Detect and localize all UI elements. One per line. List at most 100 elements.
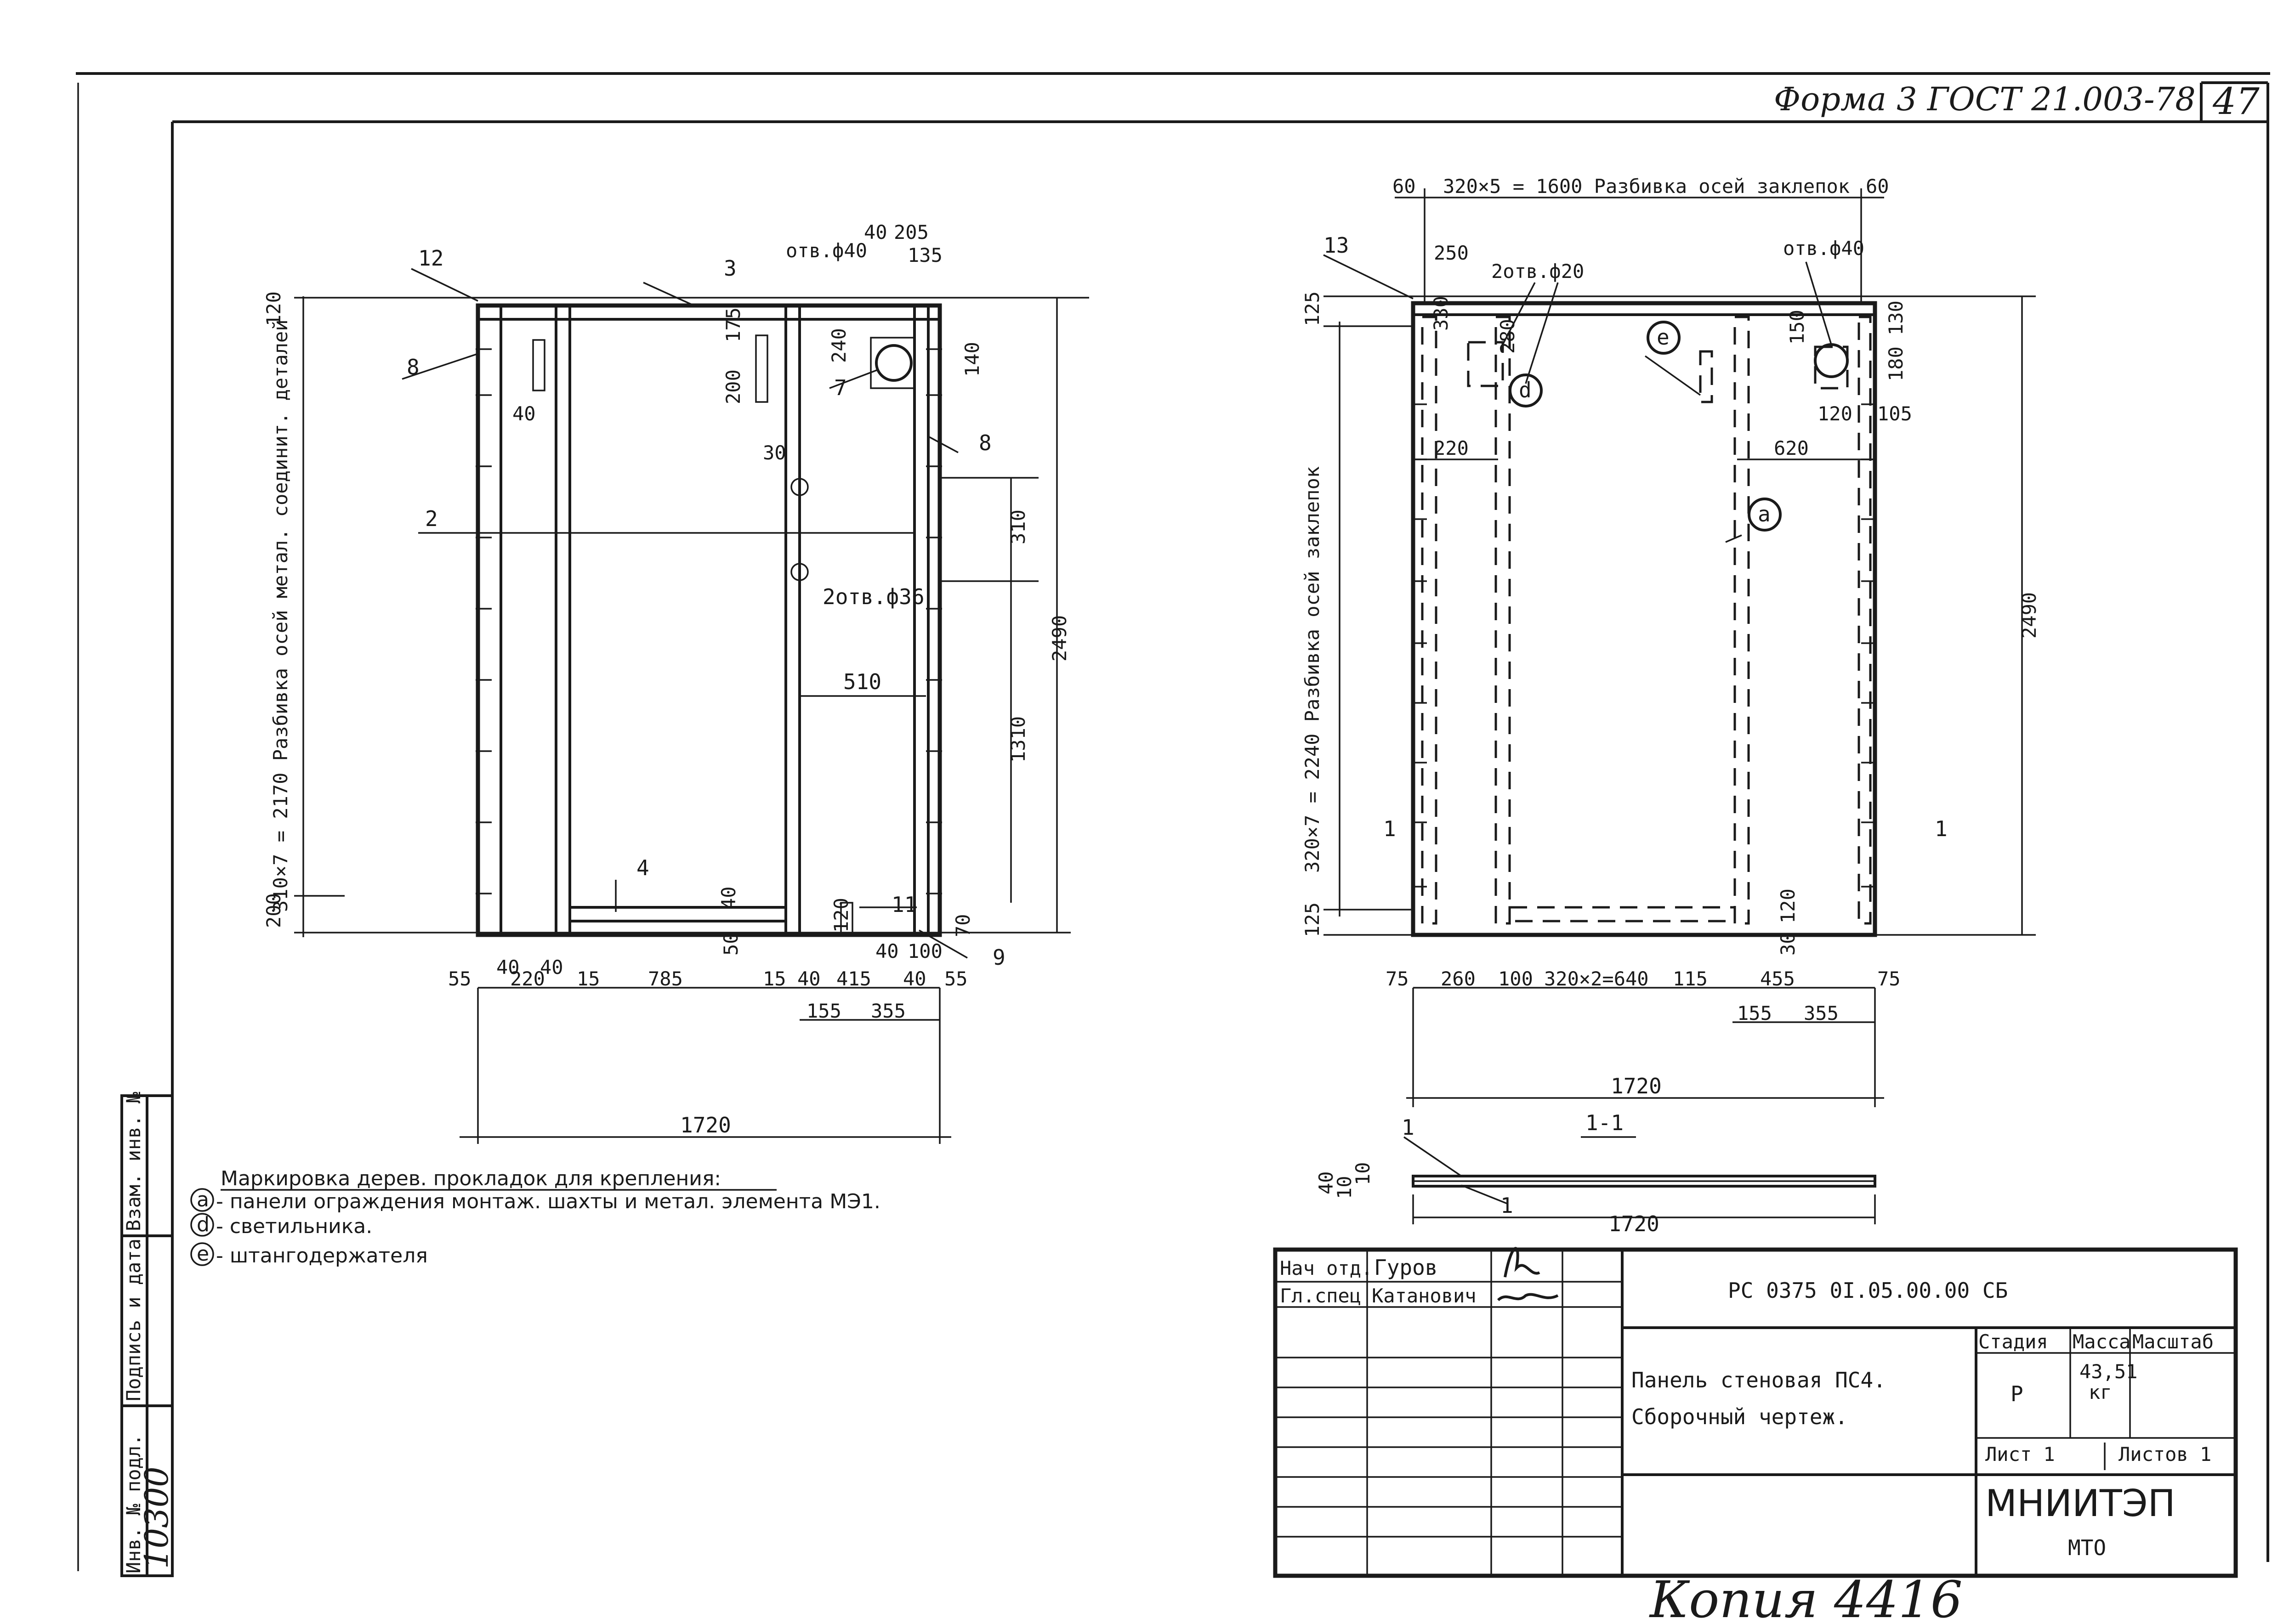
dim-top-205: 205 [894, 221, 929, 243]
sheet-frame [76, 72, 2270, 1576]
signature-1 [1504, 1247, 1540, 1278]
right-top-dim: 320×5 = 1600 Разбивка осей заклепок [1443, 175, 1850, 198]
mark-e-circle [1647, 321, 1681, 355]
tb-mass: 43,51 [2079, 1360, 2137, 1383]
dim-misc-120: 120 [830, 898, 852, 933]
r-dim-150: 150 [1786, 310, 1808, 345]
dim-top-200: 200 [722, 369, 744, 404]
signature-2 [1497, 1293, 1559, 1301]
side-stamp: Инв. № подл. Подпись и дата Взам. инв. №… [120, 1092, 176, 1577]
r-dim-330: 330 [1430, 296, 1452, 331]
r-dim-250: 250 [1434, 242, 1469, 264]
section-callout-1b: 1 [1500, 1193, 1513, 1218]
r-dim-b-100: 100 [1498, 968, 1533, 990]
callout-4: 4 [636, 855, 649, 880]
note-a-text: - панели ограждения монтаж. шахты и мета… [216, 1190, 880, 1213]
hole-label-36: 2отв.ф36 [823, 584, 925, 609]
section-callout-1a: 1 [1402, 1115, 1414, 1140]
dim-left-40-20: 40 [512, 402, 536, 425]
r-dim-620: 620 [1774, 437, 1809, 459]
section-dim-10a: 10 [1333, 1176, 1356, 1199]
right-vertical-dim: 320×7 = 2240 Разбивка осей заклепок [1301, 466, 1323, 873]
dim-misc-70: 70 [952, 914, 974, 937]
callout-7: 7 [834, 375, 847, 400]
dim-right-1310: 1310 [1007, 716, 1029, 763]
tb-mass-unit: кг [2089, 1381, 2112, 1403]
tb-role-1: Нач отд. [1280, 1257, 1373, 1279]
section-mark-left: 1 [1383, 816, 1396, 841]
mark-a-circle [1748, 498, 1782, 532]
r-dim-180: 180 [1885, 346, 1907, 381]
dim-right-2490: 2490 [1048, 615, 1071, 662]
dim-b-15a: 15 [577, 968, 600, 990]
dim-misc-40b: 40 [875, 940, 899, 962]
hole-label-40: отв.ф40 [786, 239, 867, 262]
dim-misc-100: 100 [908, 940, 943, 962]
dim-left-120: 120 [262, 291, 285, 326]
tb-org-sub: МТО [2068, 1535, 2106, 1560]
section-dim-40: 40 [1315, 1171, 1337, 1194]
overall-width-left: 1720 [680, 1113, 731, 1137]
note-d-mark: d [197, 1213, 210, 1236]
tb-role-2: Гл.спец [1280, 1284, 1361, 1307]
r-dim-60a: 60 [1392, 175, 1416, 198]
left-vertical-dim: 310×7 = 2170 Разбивка осей метал. соедин… [269, 319, 292, 912]
tb-title-1: Панель стеновая ПС4. [1631, 1368, 1886, 1392]
mark-d: d [1519, 378, 1532, 402]
notes: Маркировка дерев. прокладок для креплени… [190, 1167, 880, 1268]
dim-b-415: 415 [836, 968, 871, 990]
r-dim-b-75a: 75 [1386, 968, 1409, 990]
tb-org: МНИИТЭП [1985, 1482, 2175, 1525]
callout-9: 9 [993, 945, 1005, 970]
r-dim-b-260: 260 [1441, 968, 1476, 990]
dim-510: 510 [843, 669, 881, 694]
tb-title-2: Сборочный чертеж. [1631, 1404, 1848, 1429]
notes-title: Маркировка дерев. прокладок для креплени… [221, 1167, 721, 1190]
dim-b-785: 785 [648, 968, 683, 990]
overall-width-right: 1720 [1611, 1074, 1662, 1098]
section-width: 1720 [1608, 1211, 1659, 1236]
section-dim-10b: 10 [1352, 1162, 1374, 1185]
r-dim-2490: 2490 [2018, 592, 2040, 639]
dim-top-135: 135 [908, 244, 943, 266]
note-d-text: - светильника. [216, 1215, 372, 1238]
callout-11: 11 [892, 892, 917, 917]
note-a-mark: a [197, 1188, 209, 1211]
tb-name-1: Гуров [1374, 1255, 1437, 1280]
hole-label-20: 2отв.ф20 [1491, 260, 1584, 283]
dim-top-40: 40 [864, 221, 887, 243]
left-panel-view: 12 3 8 2 4 7 8 9 11 отв.ф40 2отв.ф36 310… [262, 221, 1089, 1144]
tb-col-mass: Масса [2073, 1330, 2130, 1353]
dim-b-220: 220 [510, 968, 545, 990]
callout-8b: 8 [979, 430, 992, 455]
r-dim-60b: 60 [1866, 175, 1889, 198]
dim-b-40c: 40 [797, 968, 821, 990]
callout-13: 13 [1323, 233, 1349, 258]
tb-col-scale: Масштаб [2132, 1330, 2214, 1353]
note-e-text: - штангодержателя [216, 1244, 428, 1268]
dim-top-175: 175 [722, 307, 744, 342]
r-dim-125b: 125 [1301, 902, 1323, 937]
dim-misc-50: 50 [720, 932, 742, 956]
tb-doc-code: РС 0375 0I.05.00.00 СБ [1728, 1278, 2008, 1303]
callout-2: 2 [425, 506, 438, 531]
dim-b-355: 355 [871, 1000, 906, 1022]
bottom-handwriting: Копия 4416 [1649, 1570, 1963, 1624]
dim-b-40b: 40 [540, 956, 563, 979]
section-title: 1-1 [1585, 1110, 1624, 1135]
dim-right-310: 310 [1007, 509, 1029, 544]
r-dim-220: 220 [1434, 437, 1469, 459]
tb-name-2: Катанович [1372, 1284, 1477, 1307]
r-dim-misc-30: 30 [1777, 932, 1799, 956]
mark-a: a [1758, 502, 1771, 526]
stamp-sign-label: Подпись и дата [122, 1239, 145, 1401]
dim-left-30: 30 [763, 441, 786, 464]
dim-left-200: 200 [262, 893, 285, 928]
right-panel-view: 13 320×5 = 1600 Разбивка осей заклепок 3… [1301, 175, 2040, 1107]
r-dim-b-640: 320×2=640 [1544, 968, 1649, 990]
stamp-replace-label: Взам. инв. № [122, 1092, 145, 1231]
mark-d-circle [1509, 373, 1543, 407]
dim-b-40a: 40 [496, 956, 520, 979]
r-dim-105: 105 [1877, 402, 1912, 425]
